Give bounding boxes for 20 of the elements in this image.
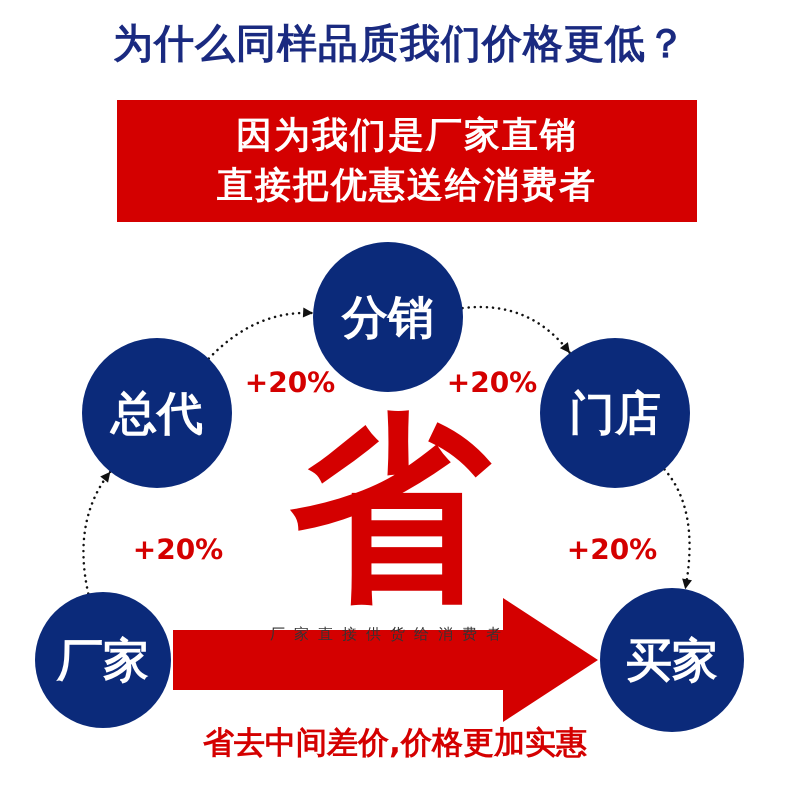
edge-label: 厂家直接供货给消费者: [269, 624, 511, 644]
banner-text: 因为我们是厂家直销: [236, 114, 578, 158]
title: 为什么同样品质我们价格更低？: [112, 20, 688, 69]
dotted-arrow: [82, 470, 112, 595]
edge-label: +20%: [566, 533, 658, 567]
arrow: [173, 598, 598, 722]
dotted-arrow: [461, 306, 572, 354]
edge-label: +20%: [244, 366, 336, 400]
banner-box: [117, 100, 697, 222]
big-character: 省: [289, 400, 492, 620]
node-circle: 买家: [600, 588, 744, 732]
edge-label: +20%: [446, 366, 538, 400]
dotted-arrow: [207, 308, 314, 360]
node-circle: 总代: [82, 338, 232, 488]
node-circle: 门店: [540, 338, 690, 488]
banner-text: 直接把优惠送给消费者: [217, 164, 597, 208]
node-circle: 厂家: [35, 592, 171, 728]
dotted-arrow: [663, 468, 692, 590]
slogan-text: 省去中间差价,价格更加实惠: [202, 724, 588, 763]
edge-label: +20%: [132, 533, 224, 567]
